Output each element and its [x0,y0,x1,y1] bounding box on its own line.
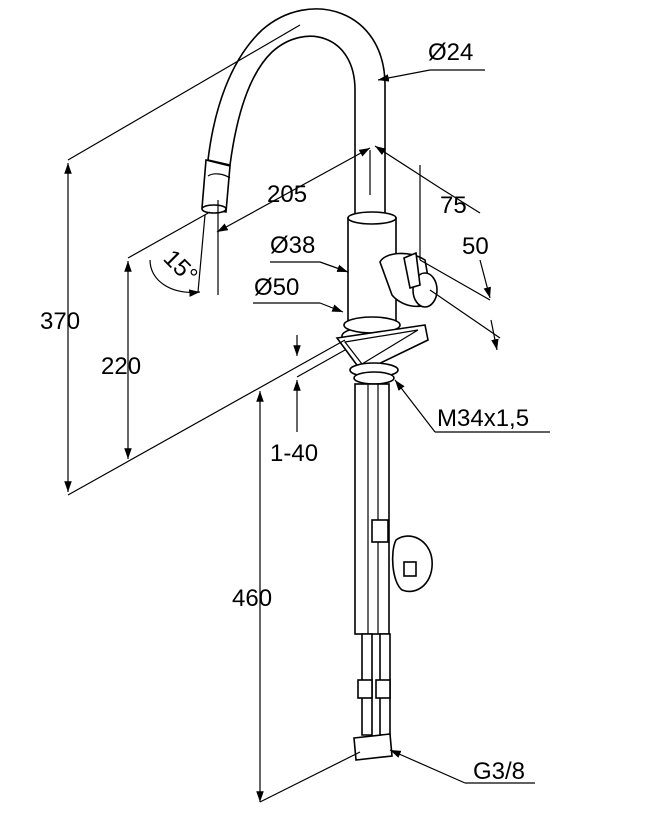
label-body-diameter: Ø38 [270,232,315,259]
label-handle-offset: 75 [440,192,467,219]
label-total-height: 370 [40,308,80,335]
supply-hoses [353,383,393,761]
hose-clip [391,535,433,593]
label-spout-diameter: Ø24 [428,39,473,66]
faucet-base [335,316,429,385]
label-swivel-angle: 15° [158,245,203,290]
label-deck-thickness: 1-40 [270,440,318,467]
faucet-body [347,211,438,323]
label-base-diameter: Ø50 [254,274,299,301]
dimension-lines [64,24,550,803]
label-handle-depth: 50 [462,233,489,260]
label-outlet-height: 220 [101,353,141,380]
label-thread: M34x1,5 [437,405,529,432]
label-hose-length: 460 [232,585,272,612]
label-spout-reach: 205 [267,181,307,208]
label-connection: G3/8 [473,758,525,785]
